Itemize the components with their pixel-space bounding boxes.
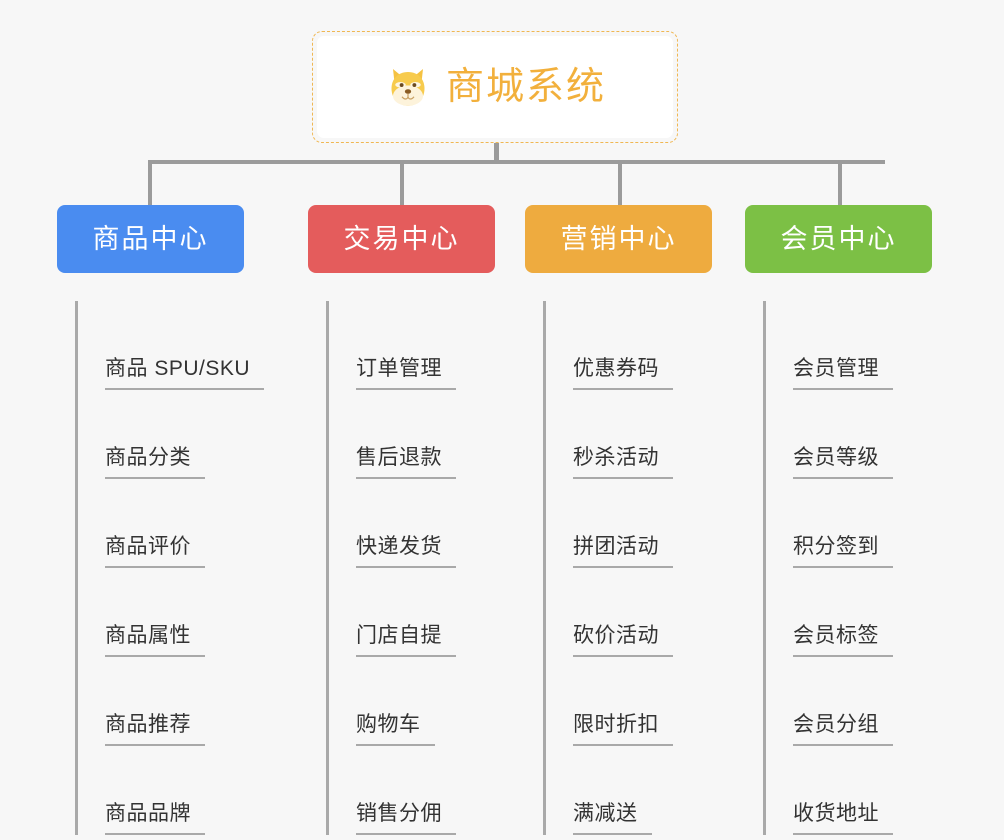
leaf-item-label: 秒杀活动 (573, 445, 659, 469)
category-column-2: 交易中心 订单管理 售后退款 快递发货 门店自提 购物车 销售分佣 (308, 205, 495, 835)
leaf-item-label: 订单管理 (356, 356, 442, 380)
leaf-item-label: 商品品牌 (105, 801, 191, 825)
leaf-item[interactable]: 商品品牌 (75, 746, 244, 835)
leaf-item-label: 拼团活动 (573, 534, 659, 558)
leaf-item-label: 快递发货 (356, 534, 442, 558)
leaf-spine (543, 301, 546, 835)
leaf-item[interactable]: 砍价活动 (543, 568, 712, 657)
leaf-item[interactable]: 售后退款 (326, 390, 495, 479)
leaf-item-label: 门店自提 (356, 623, 442, 647)
connector-stem-root (494, 143, 499, 164)
leaf-item[interactable]: 购物车 (326, 657, 495, 746)
leaf-item[interactable]: 销售分佣 (326, 746, 495, 835)
leaf-item[interactable]: 会员分组 (763, 657, 932, 746)
category-header-label: 交易中心 (343, 223, 460, 254)
shiba-dog-icon (391, 69, 425, 106)
leaf-item-label: 商品评价 (105, 534, 191, 558)
connector-horizontal-bus (148, 160, 885, 164)
leaf-list-1: 商品 SPU/SKU 商品分类 商品评价 商品属性 商品推荐 商品品牌 (75, 301, 265, 835)
leaf-item-label: 收货地址 (793, 801, 879, 825)
leaf-item[interactable]: 商品评价 (75, 479, 244, 568)
leaf-item-label: 积分签到 (793, 534, 879, 558)
leaf-item-label: 购物车 (356, 712, 421, 736)
leaf-spine (326, 301, 329, 835)
leaf-item[interactable]: 积分签到 (763, 479, 932, 568)
leaf-item[interactable]: 限时折扣 (543, 657, 712, 746)
leaf-item-label: 商品 SPU/SKU (105, 356, 251, 380)
leaf-item[interactable]: 商品属性 (75, 568, 244, 657)
category-header-label: 会员中心 (780, 223, 897, 254)
root-node-title: 商城系统 (445, 66, 606, 108)
category-header-4[interactable]: 会员中心 (745, 205, 932, 273)
category-column-1: 商品中心 商品 SPU/SKU 商品分类 商品评价 商品属性 商品推荐 商品品牌 (57, 205, 265, 835)
root-node[interactable]: 商城系统 (312, 31, 678, 143)
leaf-item[interactable]: 商品推荐 (75, 657, 244, 746)
leaf-item-label: 限时折扣 (573, 712, 659, 736)
category-header-label: 营销中心 (560, 223, 677, 254)
leaf-item[interactable]: 拼团活动 (543, 479, 712, 568)
leaf-item[interactable]: 快递发货 (326, 479, 495, 568)
category-column-3: 营销中心 优惠券码 秒杀活动 拼团活动 砍价活动 限时折扣 满减送 (525, 205, 712, 835)
leaf-item-label: 销售分佣 (356, 801, 442, 825)
connector-drop-2 (400, 162, 404, 207)
leaf-item-label: 商品分类 (105, 445, 191, 469)
leaf-list-3: 优惠券码 秒杀活动 拼团活动 砍价活动 限时折扣 满减送 (543, 301, 712, 835)
category-header-2[interactable]: 交易中心 (308, 205, 495, 273)
leaf-spine (75, 301, 78, 835)
leaf-item[interactable]: 商品 SPU/SKU (75, 301, 265, 390)
leaf-list-2: 订单管理 售后退款 快递发货 门店自提 购物车 销售分佣 (326, 301, 495, 835)
leaf-item-label: 满减送 (573, 801, 638, 825)
leaf-item[interactable]: 会员等级 (763, 390, 932, 479)
leaf-item-label: 商品属性 (105, 623, 191, 647)
leaf-item-label: 商品推荐 (105, 712, 191, 736)
leaf-item[interactable]: 收货地址 (763, 746, 932, 835)
category-header-3[interactable]: 营销中心 (525, 205, 712, 273)
leaf-item-label: 会员等级 (793, 445, 879, 469)
leaf-spine (763, 301, 766, 835)
leaf-item-label: 优惠券码 (573, 356, 659, 380)
leaf-item-label: 砍价活动 (573, 623, 659, 647)
leaf-item[interactable]: 订单管理 (326, 301, 495, 390)
category-column-4: 会员中心 会员管理 会员等级 积分签到 会员标签 会员分组 收货地址 (745, 205, 932, 835)
leaf-item[interactable]: 秒杀活动 (543, 390, 712, 479)
connector-drop-3 (618, 162, 622, 207)
leaf-item[interactable]: 优惠券码 (543, 301, 712, 390)
leaf-item-label: 会员分组 (793, 712, 879, 736)
leaf-item[interactable]: 会员标签 (763, 568, 932, 657)
leaf-list-4: 会员管理 会员等级 积分签到 会员标签 会员分组 收货地址 (763, 301, 932, 835)
category-header-1[interactable]: 商品中心 (57, 205, 244, 273)
leaf-item-label: 售后退款 (356, 445, 442, 469)
leaf-item[interactable]: 满减送 (543, 746, 712, 835)
connector-drop-1 (148, 162, 152, 207)
leaf-item[interactable]: 会员管理 (763, 301, 932, 390)
leaf-item-label: 会员管理 (793, 356, 879, 380)
leaf-item[interactable]: 门店自提 (326, 568, 495, 657)
connector-drop-4 (838, 162, 842, 207)
category-header-label: 商品中心 (92, 223, 209, 254)
leaf-item[interactable]: 商品分类 (75, 390, 244, 479)
leaf-item-label: 会员标签 (793, 623, 879, 647)
root-node-card: 商城系统 (317, 36, 673, 138)
